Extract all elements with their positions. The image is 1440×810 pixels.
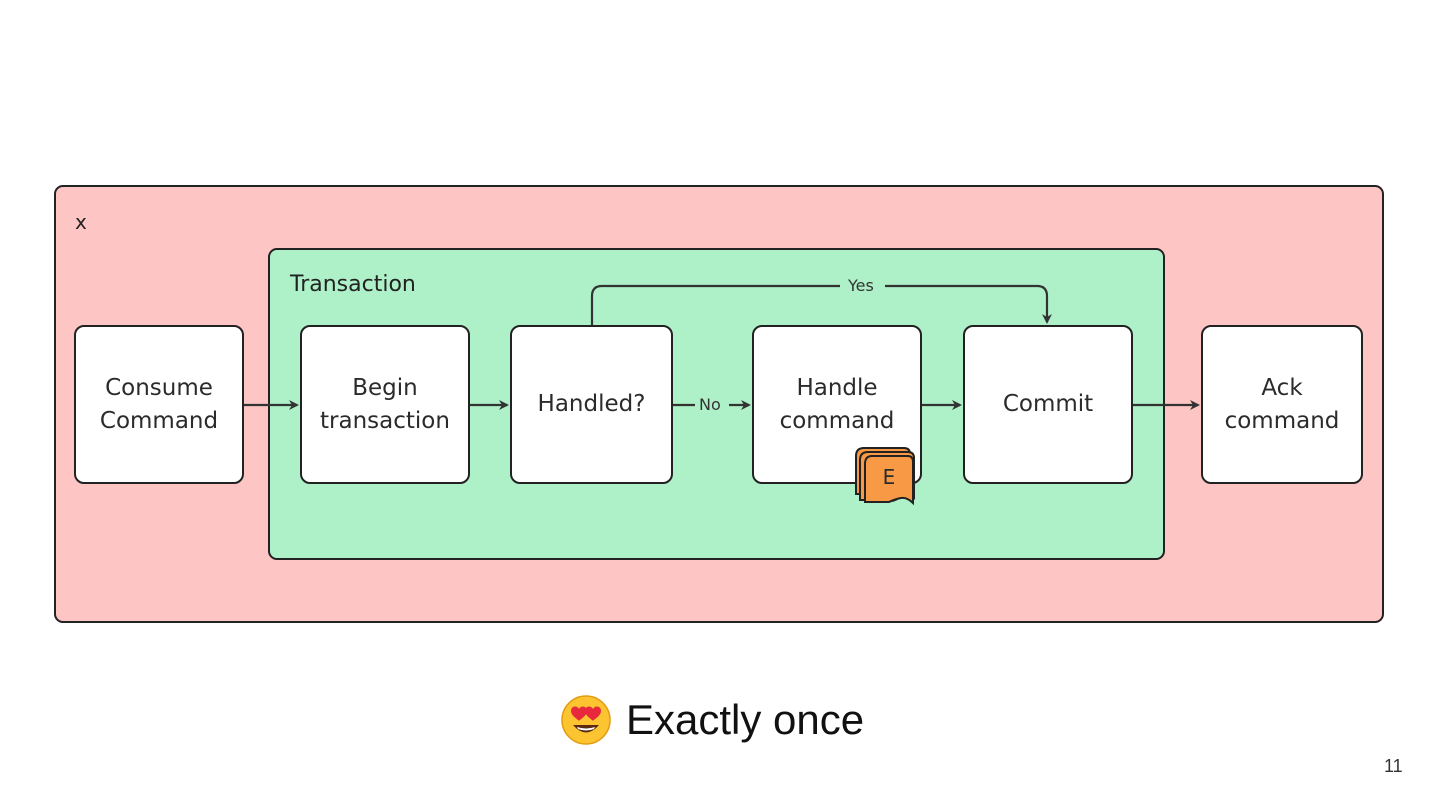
node-consume-command: Consume Command (74, 325, 244, 484)
footer: Exactly once (560, 692, 864, 748)
smiling-face-with-heart-eyes-icon (561, 695, 611, 745)
transaction-container-label: Transaction (290, 272, 416, 297)
footer-title: Exactly once (626, 696, 865, 743)
arrow-handled-yes-to-commit-right (885, 284, 1052, 324)
arrow-handled-yes-to-commit-left (590, 284, 840, 325)
node-handled: Handled? (510, 325, 673, 484)
event-badge-letter: E (883, 465, 896, 489)
outer-container-label: x (75, 210, 87, 234)
edge-label-no: No (699, 395, 721, 414)
event-badge: E (855, 447, 915, 506)
slide-number: 11 (1384, 756, 1403, 776)
node-commit: Commit (963, 325, 1133, 484)
node-ack-command: Ack command (1201, 325, 1363, 484)
node-begin-transaction: Begin transaction (300, 325, 470, 484)
edge-label-yes: Yes (848, 276, 874, 295)
